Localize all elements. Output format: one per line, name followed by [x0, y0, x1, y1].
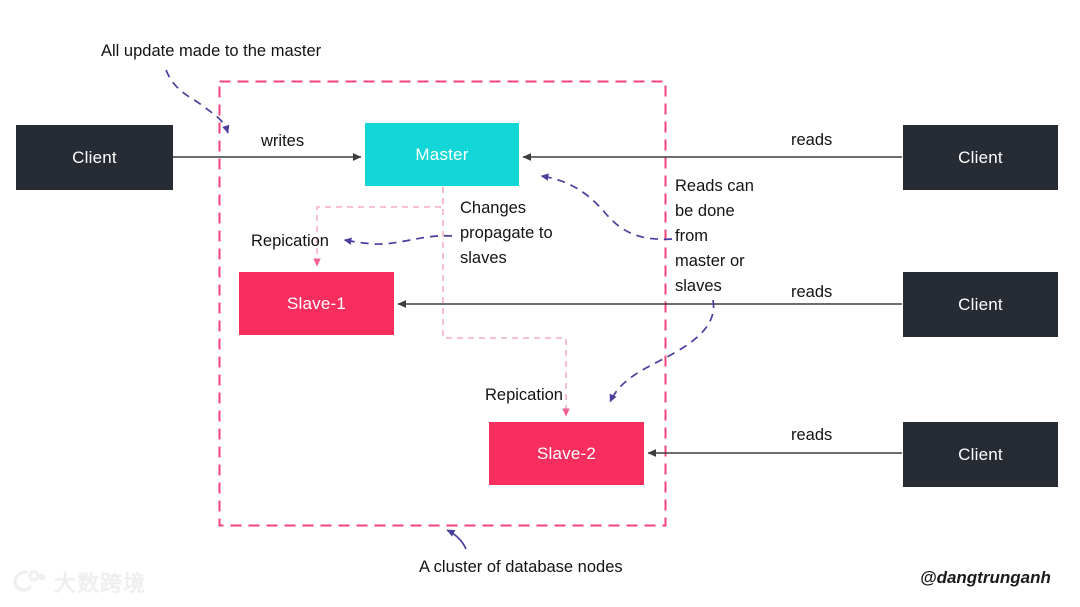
- node-client-writer[interactable]: Client: [16, 125, 173, 190]
- edge-label-writes: writes: [261, 132, 305, 150]
- annotation-leader-reads-to-slave2: [609, 299, 715, 403]
- node-label: Client: [958, 294, 1003, 314]
- annotation-all-update-made-to-master: All update made to the master: [101, 42, 322, 60]
- node-master[interactable]: Master: [365, 123, 519, 186]
- node-label: Slave-2: [536, 443, 597, 463]
- annotation-leader-all-update: [165, 69, 230, 134]
- annotation-changes-propagate-to-slaves: Changes propagate to slaves: [460, 199, 553, 267]
- watermark-brand-text: 大数跨境: [54, 571, 147, 596]
- node-slave-1[interactable]: Slave-1: [239, 272, 394, 335]
- edge-label-replication-slave-1: Repication: [251, 232, 329, 250]
- node-slave-2[interactable]: Slave-2: [489, 422, 644, 485]
- edge-label-reads-bottom: reads: [791, 426, 833, 444]
- watermark-logo: [12, 568, 46, 592]
- credit-handle: @dangtrunganh: [920, 568, 1051, 587]
- annotation-leader-changes-to-slave1: [343, 234, 453, 245]
- annotation-leader-cluster-caption: [446, 529, 467, 550]
- edge-label-reads-top: reads: [791, 131, 833, 149]
- node-label: Client: [958, 147, 1003, 167]
- node-label: Client: [72, 147, 117, 167]
- watermark-logo-icon: [13, 570, 46, 592]
- node-label: Master: [415, 144, 469, 164]
- replication-path-slave-1: [313, 187, 444, 267]
- node-label: Slave-1: [286, 293, 347, 313]
- annotation-leader-reads-to-master: [540, 173, 673, 241]
- node-client-read-3[interactable]: Client: [903, 422, 1058, 487]
- node-client-read-2[interactable]: Client: [903, 272, 1058, 337]
- edge-label-reads-middle: reads: [791, 283, 833, 301]
- caption-cluster-of-database-nodes: A cluster of database nodes: [419, 558, 623, 576]
- node-label: Client: [958, 444, 1003, 464]
- node-client-read-1[interactable]: Client: [903, 125, 1058, 190]
- edge-label-replication-slave-2: Repication: [485, 386, 563, 404]
- annotation-reads-can-be-done: Reads can be done from master or slaves: [675, 177, 754, 295]
